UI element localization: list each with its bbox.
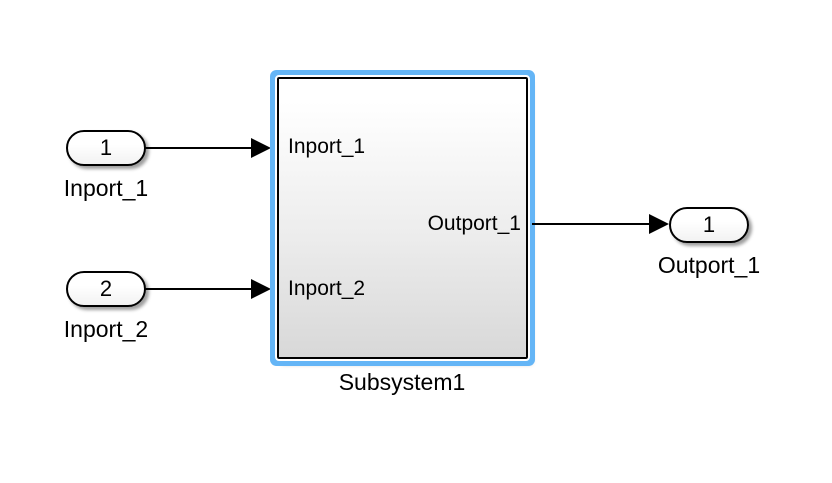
- outport-1-label[interactable]: Outport_1: [657, 252, 761, 278]
- signal-line-subsystem-to-outport[interactable]: [532, 223, 651, 225]
- inport-2-label[interactable]: Inport_2: [63, 316, 149, 342]
- signal-line-inport2-to-subsystem[interactable]: [145, 288, 253, 290]
- subsystem-block[interactable]: [275, 75, 530, 361]
- arrowhead-icon: [649, 214, 669, 234]
- subsystem-port-label-inport-2: Inport_2: [288, 277, 366, 300]
- subsystem-port-label-inport-1: Inport_1: [288, 135, 366, 158]
- subsystem-label[interactable]: Subsystem1: [338, 369, 466, 395]
- inport-1-label[interactable]: Inport_1: [63, 175, 149, 201]
- signal-line-inport1-to-subsystem[interactable]: [145, 147, 253, 149]
- inport-block-2[interactable]: 2: [66, 271, 146, 307]
- inport-1-port-number: 1: [99, 135, 113, 160]
- arrowhead-icon: [251, 138, 271, 158]
- inport-2-port-number: 2: [99, 276, 113, 301]
- arrowhead-icon: [251, 279, 271, 299]
- subsystem-port-label-outport-1: Outport_1: [427, 212, 521, 235]
- outport-block-1[interactable]: 1: [669, 207, 749, 243]
- outport-1-port-number: 1: [702, 212, 716, 237]
- inport-block-1[interactable]: 1: [66, 130, 146, 166]
